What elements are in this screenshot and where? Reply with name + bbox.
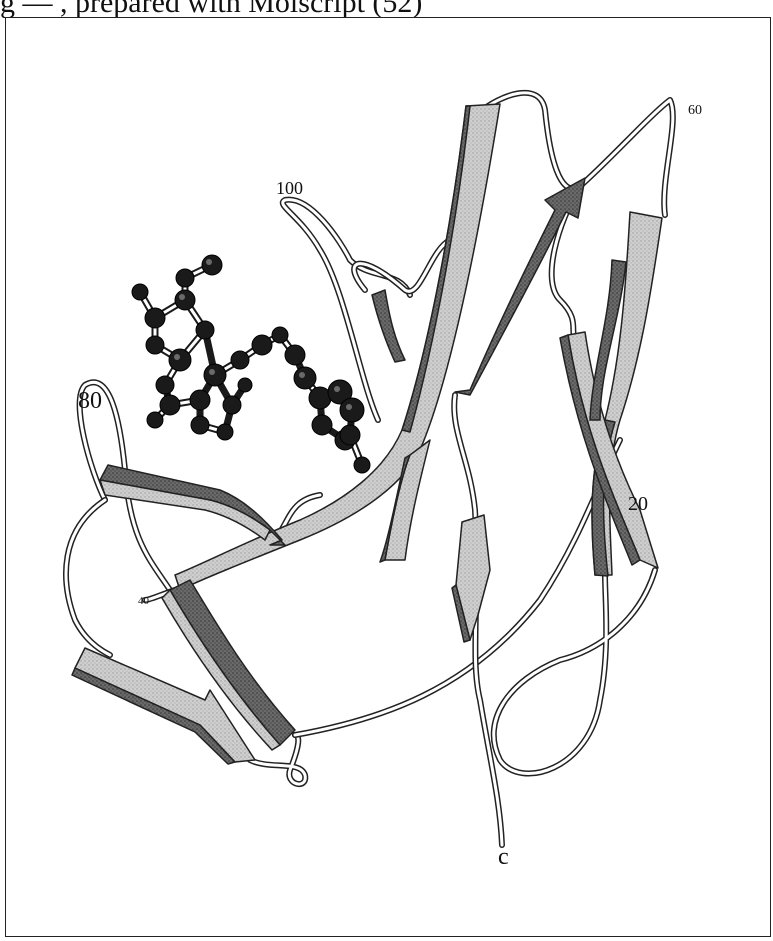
loop-left-lower: [66, 500, 110, 655]
strand-right-b: [568, 332, 658, 568]
label-residue-100: 100: [276, 178, 303, 198]
label-residue-40: 40: [138, 595, 150, 607]
strand-central-light: [175, 104, 500, 590]
label-c-terminus: c: [498, 844, 509, 870]
label-residue-20: 20: [628, 493, 648, 515]
strand-upper-left: [372, 290, 405, 362]
beta-strands: [72, 104, 662, 764]
loop-right-lower: [494, 570, 655, 774]
label-residue-60: 60: [688, 103, 702, 118]
label-residue-80: 80: [78, 388, 102, 414]
